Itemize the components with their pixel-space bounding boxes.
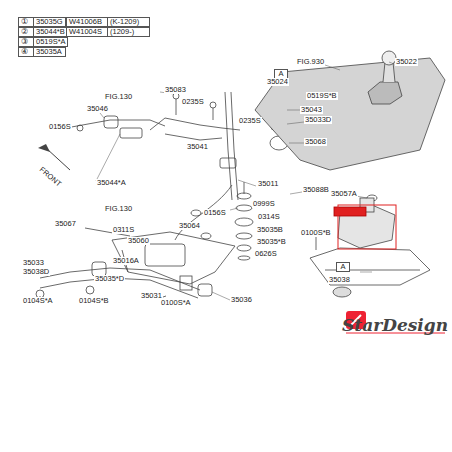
cell-key: ①: [19, 18, 34, 26]
callout-number: 35064: [178, 222, 201, 230]
callout-number: 35068: [304, 138, 327, 146]
callout-number: 35011: [257, 180, 279, 188]
callout-number: 35033: [22, 259, 45, 267]
callout-number: 35035B: [256, 226, 284, 234]
callout-number: 35038D: [22, 268, 50, 276]
part-number: 35035G: [34, 18, 65, 26]
part-number: 35035A: [34, 48, 64, 56]
callout-number: 0999S: [252, 200, 276, 208]
cell-key: W41004S: [67, 28, 108, 36]
callout-number: 0100S*B: [300, 229, 332, 237]
callout-number: 0311S: [112, 226, 135, 234]
callout-number: 0235S: [238, 117, 262, 125]
part-number: 35044*B: [34, 28, 67, 36]
callout-number: 35016A: [112, 257, 140, 265]
callout-number: 0104S*B: [78, 297, 110, 305]
callout-number: 0235S: [181, 98, 205, 106]
callout-number: 0314S: [257, 213, 281, 221]
legend-row: ④35035A: [18, 47, 66, 57]
callout-number: 0626S: [254, 250, 278, 258]
cell-key: ②: [19, 28, 34, 36]
cell-key: ④: [19, 48, 34, 56]
callout-number: 0156S: [203, 209, 227, 217]
callout-number: FIG.130: [104, 205, 133, 213]
legend-row: W41004S(1209-): [66, 27, 150, 37]
cell-key: A: [276, 70, 285, 78]
callout-number: 0519S*B: [306, 92, 338, 100]
reference-marker: A: [336, 262, 350, 272]
callout-number: 35022: [395, 58, 418, 66]
legend-row: W41006B(K-1209): [66, 17, 150, 27]
callout-number: 35038: [328, 276, 351, 284]
callout-number: 35035*B: [256, 238, 287, 246]
callout-number: 35088B: [302, 186, 330, 194]
callout-number: 35035*D: [94, 275, 125, 283]
callout-number: 35033D: [304, 116, 332, 124]
watermark: StarDesign: [342, 315, 448, 335]
part-number: (K-1209): [108, 18, 141, 26]
callout-number: 35046: [86, 105, 109, 113]
cell-key: ③: [19, 38, 34, 46]
cell-key: A: [338, 263, 347, 271]
callout-number: FIG.930: [296, 58, 325, 66]
callout-number: 0156S: [48, 123, 72, 131]
legend-row: ①35035G: [18, 17, 66, 27]
legend-row: ②35044*B: [18, 27, 67, 37]
callout-number: 35036: [230, 296, 253, 304]
callout-number: 35060: [127, 237, 150, 245]
callout-number: 35041: [186, 143, 209, 151]
callout-number: 0104S*A: [22, 297, 54, 305]
callout-number: 35044*A: [96, 179, 127, 187]
cell-key: W41006B: [67, 18, 108, 26]
part-number: 0519S*A: [34, 38, 68, 46]
callout-number: 35057A: [330, 190, 358, 198]
callout-number: 35024: [266, 78, 289, 86]
legend-row: ③0519S*A: [18, 37, 68, 47]
part-number: (1209-): [108, 28, 136, 36]
callout-number: 35083: [164, 86, 187, 94]
callout-number: FIG.130: [104, 93, 133, 101]
callout-number: 0100S*A: [160, 299, 192, 307]
callout-number: 35067: [54, 220, 77, 228]
callout-number: FRONT: [37, 165, 63, 189]
callout-number: 35043: [300, 106, 323, 114]
